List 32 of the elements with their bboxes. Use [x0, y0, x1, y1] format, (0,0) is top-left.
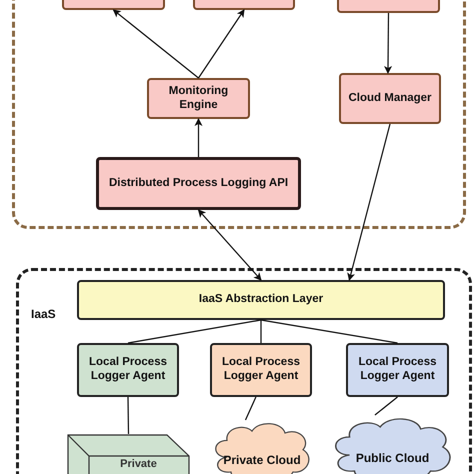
node-label: Local Process Logger Agent	[88, 356, 168, 384]
agent-box	[77, 343, 179, 397]
node-label: Public Cloud	[354, 450, 430, 466]
layer-box	[77, 280, 445, 320]
node-label: Cloud Manager	[347, 92, 433, 106]
arrow	[198, 9, 245, 78]
arrow	[112, 9, 199, 78]
process-box	[96, 157, 301, 210]
node-label: Monitoring Engine	[168, 84, 230, 112]
process-box	[147, 78, 250, 119]
node-label: IaaS Abstraction Layer	[198, 293, 324, 307]
group-frame	[16, 268, 472, 474]
agent-box	[346, 343, 449, 397]
node-label: Private	[119, 458, 158, 472]
arrow	[198, 209, 262, 281]
connector-line	[374, 396, 398, 416]
arrow	[384, 13, 392, 74]
group-frame	[12, 0, 466, 229]
node-label: Private Cloud	[222, 453, 302, 468]
group-label: IaaS	[31, 306, 56, 323]
connector-line	[260, 319, 398, 344]
connector-line	[127, 397, 130, 434]
node-label: Local Process Logger Agent	[358, 356, 438, 384]
arrow	[194, 118, 202, 157]
arrow	[347, 124, 391, 281]
agent-box	[210, 343, 312, 397]
node-label: Local Process Logger Agent	[221, 356, 301, 384]
process-box	[339, 73, 441, 124]
node-label: Distributed Process Logging API	[108, 176, 290, 190]
connector-line	[244, 396, 256, 420]
connector-line	[128, 319, 262, 344]
connector-line	[260, 320, 262, 343]
